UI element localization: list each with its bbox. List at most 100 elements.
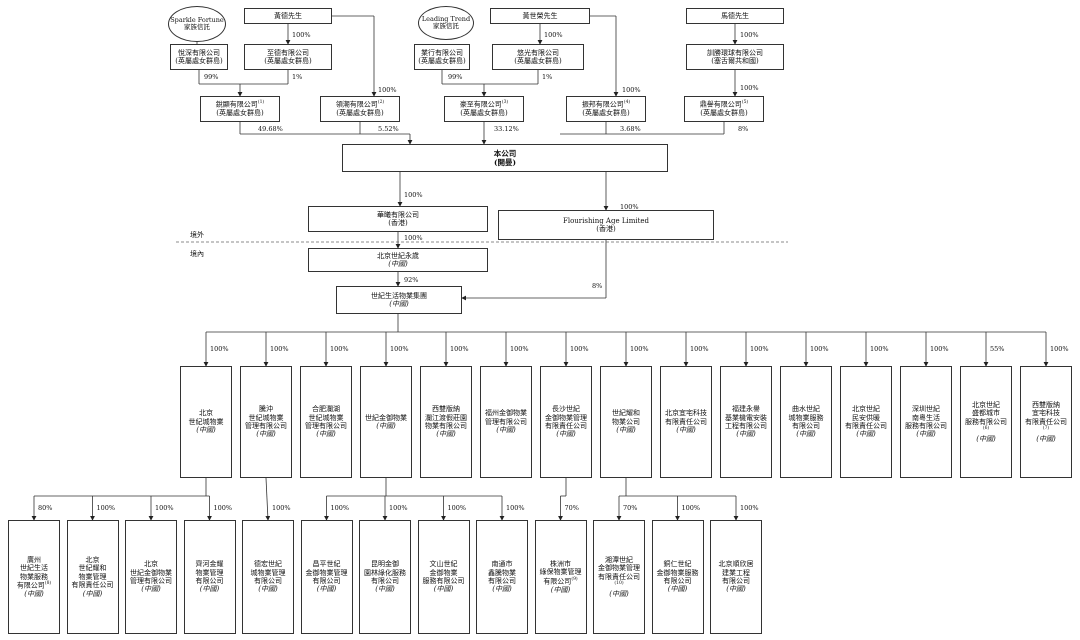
percent-label: 49.68% — [258, 125, 283, 133]
percent-label: 100% — [155, 504, 174, 512]
bottom-subsidiary-box: 北京順欣居建業工程有限公司(中國) — [710, 520, 762, 634]
box-text-line: 本公司 — [493, 149, 517, 158]
percent-label: 80% — [38, 504, 53, 512]
box-text-line: 宜宅科技 — [1032, 409, 1060, 418]
percent-label: 5.52% — [378, 125, 399, 133]
percent-label: 100% — [544, 31, 563, 39]
percent-label: 100% — [389, 504, 408, 512]
box-text-line: 黃德先生 — [274, 11, 302, 20]
box-text-line: 北京世紀永歲 — [377, 251, 419, 260]
box-text-line: (中國) — [196, 426, 216, 435]
percent-label: 100% — [622, 86, 641, 94]
percent-label: 100% — [681, 504, 701, 512]
box-text-line: (中國) — [141, 585, 161, 594]
box-text-line: 有限公司(9) — [543, 576, 578, 586]
box-text-line: (中國) — [388, 260, 408, 268]
box-text-line: 鼎譽有限公司(5) — [699, 100, 749, 109]
box-text-line: Flourishing Age Limited — [562, 216, 650, 225]
box-text-line: 業行有限公司 — [421, 48, 463, 57]
company-box: 悅深有限公司(英屬處女群島) — [170, 44, 228, 70]
box-text-line: (中國) — [389, 300, 409, 308]
box-text-line: 華曦有限公司 — [377, 210, 419, 219]
box-text-line: 服務有限公司 — [422, 577, 465, 585]
box-text-line: (中國) — [375, 585, 395, 594]
subsidiary-box: 騰沖世紀城物業管理有限公司(中國) — [240, 366, 292, 478]
box-text-line: 世紀耀和 — [612, 409, 640, 418]
company-main-box: 本公司(開曼) — [342, 144, 668, 172]
box-text-line: (中國) — [796, 430, 816, 439]
box-text-line: 深圳世紀 — [912, 405, 940, 414]
box-text-line: (中國) — [316, 585, 337, 594]
box-text-line: 株洲市 — [550, 560, 571, 569]
box-text-line: 德宏世紀 — [254, 560, 282, 569]
box-text-line: 基業機電安裝 — [725, 413, 767, 422]
percent-label: 100% — [506, 504, 525, 512]
box-text-line: (中國) — [199, 585, 220, 594]
box-text-line: 領潮有限公司(2) — [335, 100, 385, 109]
percent-label: 100% — [630, 345, 649, 353]
footnote-marker: (9) — [571, 576, 578, 582]
box-text-line: (中國) — [436, 430, 456, 439]
percent-label: 3.68% — [620, 125, 641, 133]
box-text-line: 有限責任公司 — [845, 422, 887, 430]
percent-label: 100% — [690, 345, 709, 353]
box-text-line: (中國) — [82, 589, 103, 598]
box-text-line: 園林綠化服務 — [364, 568, 406, 577]
box-text-line: 服務有限公司(6) — [965, 417, 1007, 432]
box-text-line: 物業有限公司 — [425, 422, 467, 430]
shareholder-box: 黃世榮先生 — [490, 8, 590, 24]
holdco-box: 豪至有限公司(3)(英屬處女群島) — [444, 96, 524, 122]
box-text-line: 訓勝環球有限公司 — [707, 48, 763, 57]
onshore-label: 境內 — [190, 250, 204, 258]
percent-label: 100% — [870, 345, 889, 353]
percent-label: 100% — [272, 504, 291, 512]
percent-label: 100% — [210, 345, 229, 353]
box-text-line: (中國) — [258, 585, 278, 594]
company-box: 業行有限公司(英屬處女群島) — [414, 44, 470, 70]
box-text-line: 西雙版納 — [432, 405, 460, 414]
box-text-line: (中國) — [316, 430, 336, 439]
box-text-line: 有限責任公司 — [545, 422, 587, 430]
box-text-line: 有限公司 — [663, 577, 692, 585]
percent-label: 100% — [620, 203, 639, 211]
box-text-line: 昆明金御 — [371, 560, 399, 569]
box-text-line: 金御物業管理 — [545, 413, 587, 422]
percent-label: 55% — [990, 345, 1005, 353]
box-text-line: 有限責任公司 — [71, 581, 114, 590]
subsidiary-box: 長沙世紀金御物業管理有限責任公司(中國) — [540, 366, 592, 478]
box-text-line: 有限責任公司 — [665, 417, 707, 426]
box-text-line: 合肥瀾湖 — [312, 405, 340, 414]
subsidiary-box: 合肥瀾湖世紀城物業管理有限公司(中國) — [300, 366, 352, 478]
box-text-line: 世紀金御物業 — [130, 568, 172, 577]
box-text-line: (英屬處女群島) — [582, 109, 630, 118]
percent-label: 70% — [623, 504, 638, 512]
box-text-line: 有限責任公司(10) — [598, 572, 640, 587]
beijing-company-box: 北京世紀永歲(中國) — [308, 248, 488, 272]
footnote-marker: (1) — [257, 100, 265, 106]
bottom-subsidiary-box: 株洲市綠保物業管理有限公司(9)(中國) — [534, 520, 587, 634]
holdco-box: 鼎譽有限公司(5)(英屬處女群島) — [684, 96, 764, 122]
box-text-line: 建業工程 — [722, 568, 750, 577]
percent-label: 100% — [213, 504, 233, 512]
box-text-line: (香港) — [596, 225, 616, 233]
box-text-line: (英屬處女群島) — [216, 109, 264, 118]
bottom-subsidiary-box: 文山世紀金御物業服務有限公司(中國) — [417, 520, 470, 634]
trust-text: Leading Trend — [421, 14, 471, 23]
shareholder-box: 馬德先生 — [686, 8, 784, 24]
holdco-box: 銳顯有限公司(1)(英屬處女群島) — [200, 96, 280, 122]
box-text-line: 金御物業 — [429, 568, 458, 577]
footnote-marker: (8) — [44, 581, 52, 587]
percent-label: 8% — [592, 282, 603, 290]
bottom-subsidiary-box: 昌平世紀金御物業管理有限公司(中國) — [300, 520, 353, 634]
footnote-marker: (7) — [1042, 426, 1050, 432]
box-text-line: 有限公司 — [792, 422, 820, 430]
subsidiary-box: 北京宜宅科技有限責任公司(中國) — [660, 366, 712, 478]
box-text-line: 南粵生活 — [912, 413, 940, 422]
box-text-line: 有限公司 — [254, 577, 282, 585]
percent-label: 100% — [740, 504, 759, 512]
box-text-line: 鑫騰物業 — [488, 568, 516, 577]
box-text-line: 世紀生活 — [20, 564, 48, 573]
box-text-line: 福州金御物業 — [485, 409, 527, 418]
box-text-line: 銅仁世紀 — [663, 560, 692, 569]
box-text-line: 物業管理 — [78, 572, 107, 581]
